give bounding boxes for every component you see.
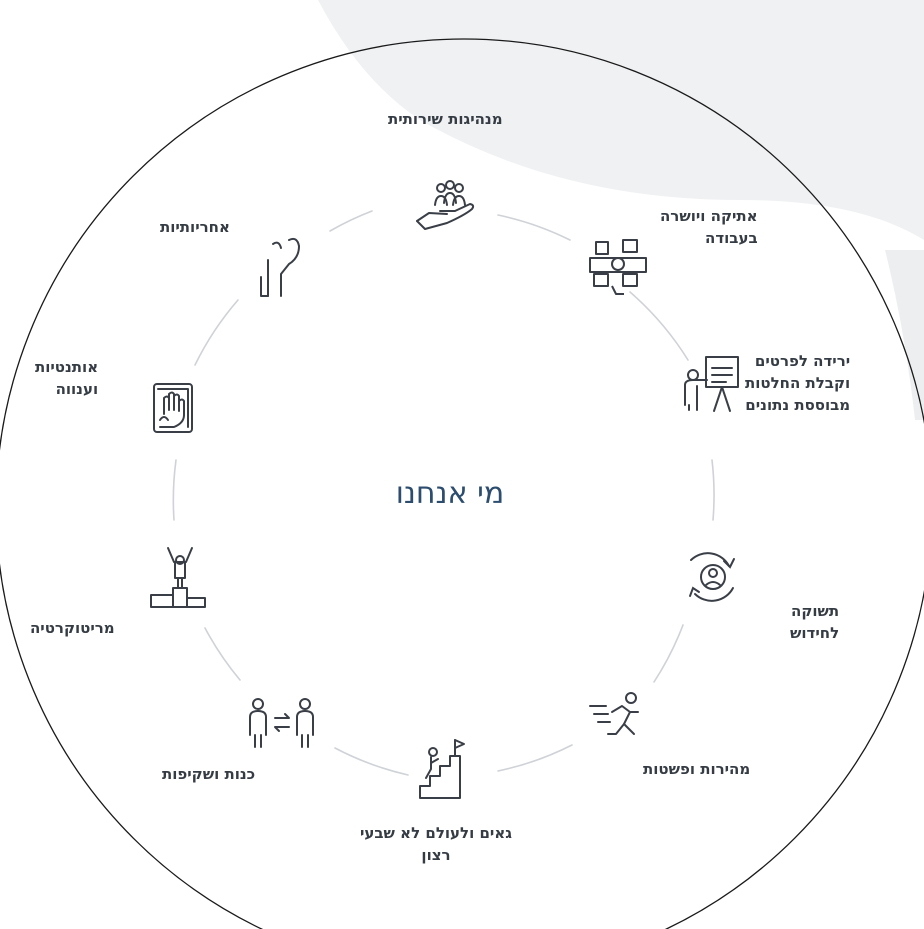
- value-label-innovation: תשוקה לחידוש: [790, 600, 839, 644]
- value-label-line: תשוקה: [791, 602, 840, 620]
- center-title: מי אנחנו: [395, 476, 505, 511]
- podium-winner-icon: [150, 547, 206, 608]
- raised-hand-icon: [260, 237, 300, 297]
- presenter-board-icon: [684, 356, 739, 412]
- value-label-servant-leadership: מנהיגות שירותית: [388, 108, 503, 130]
- value-label-line: אתיקה ויושרה: [660, 207, 758, 225]
- refresh-person-icon: [689, 552, 735, 602]
- value-label-line: לחידוש: [790, 624, 840, 642]
- two-people-exchange-icon: [249, 698, 314, 748]
- value-label-ethics: אתיקה ויושרה בעבודה: [660, 205, 758, 249]
- value-label-pride: גאים ולעולם לא שבעי רצון: [360, 822, 512, 866]
- hands-holding-people-icon: [416, 180, 475, 230]
- value-label-line: כנות ושקיפות: [162, 765, 256, 783]
- value-label-line: מבוססת נתונים: [745, 396, 851, 414]
- background-swoosh-top: [318, 0, 924, 240]
- value-label-data-driven: ירידה לפרטים וקבלת החלטות מבוססת נתונים: [745, 350, 850, 416]
- value-label-meritocracy: מריטוקרטיה: [30, 617, 115, 639]
- value-label-authenticity: אותנטיות וענווה: [35, 356, 98, 400]
- value-label-speed: מהירות ופשטות: [643, 758, 750, 780]
- value-label-line: וקבלת החלטות: [745, 374, 851, 392]
- value-label-line: וענווה: [55, 380, 99, 398]
- value-label-line: גאים ולעולם לא שבעי: [360, 824, 512, 842]
- puzzle-handshake-icon: [589, 239, 647, 295]
- value-label-line: רצון: [421, 846, 451, 864]
- value-label-transparency: כנות ושקיפות: [162, 763, 255, 785]
- inner-ring-segments: [172, 210, 715, 776]
- value-label-line: אותנטיות: [35, 358, 99, 376]
- value-label-line: ירידה לפרטים: [754, 352, 851, 370]
- value-label-responsibility: אחריותיות: [160, 216, 230, 238]
- hand-on-book-icon: [153, 383, 193, 433]
- value-label-line: מהירות ופשטות: [643, 760, 751, 778]
- climbing-stairs-flag-icon: [419, 739, 465, 799]
- value-label-line: מריטוקרטיה: [30, 619, 115, 637]
- outer-circle: [0, 38, 924, 929]
- value-label-line: אחריותיות: [160, 218, 230, 236]
- running-person-icon: [589, 692, 639, 735]
- value-label-line: בעבודה: [705, 229, 758, 247]
- value-label-line: מנהיגות שירותית: [388, 110, 503, 128]
